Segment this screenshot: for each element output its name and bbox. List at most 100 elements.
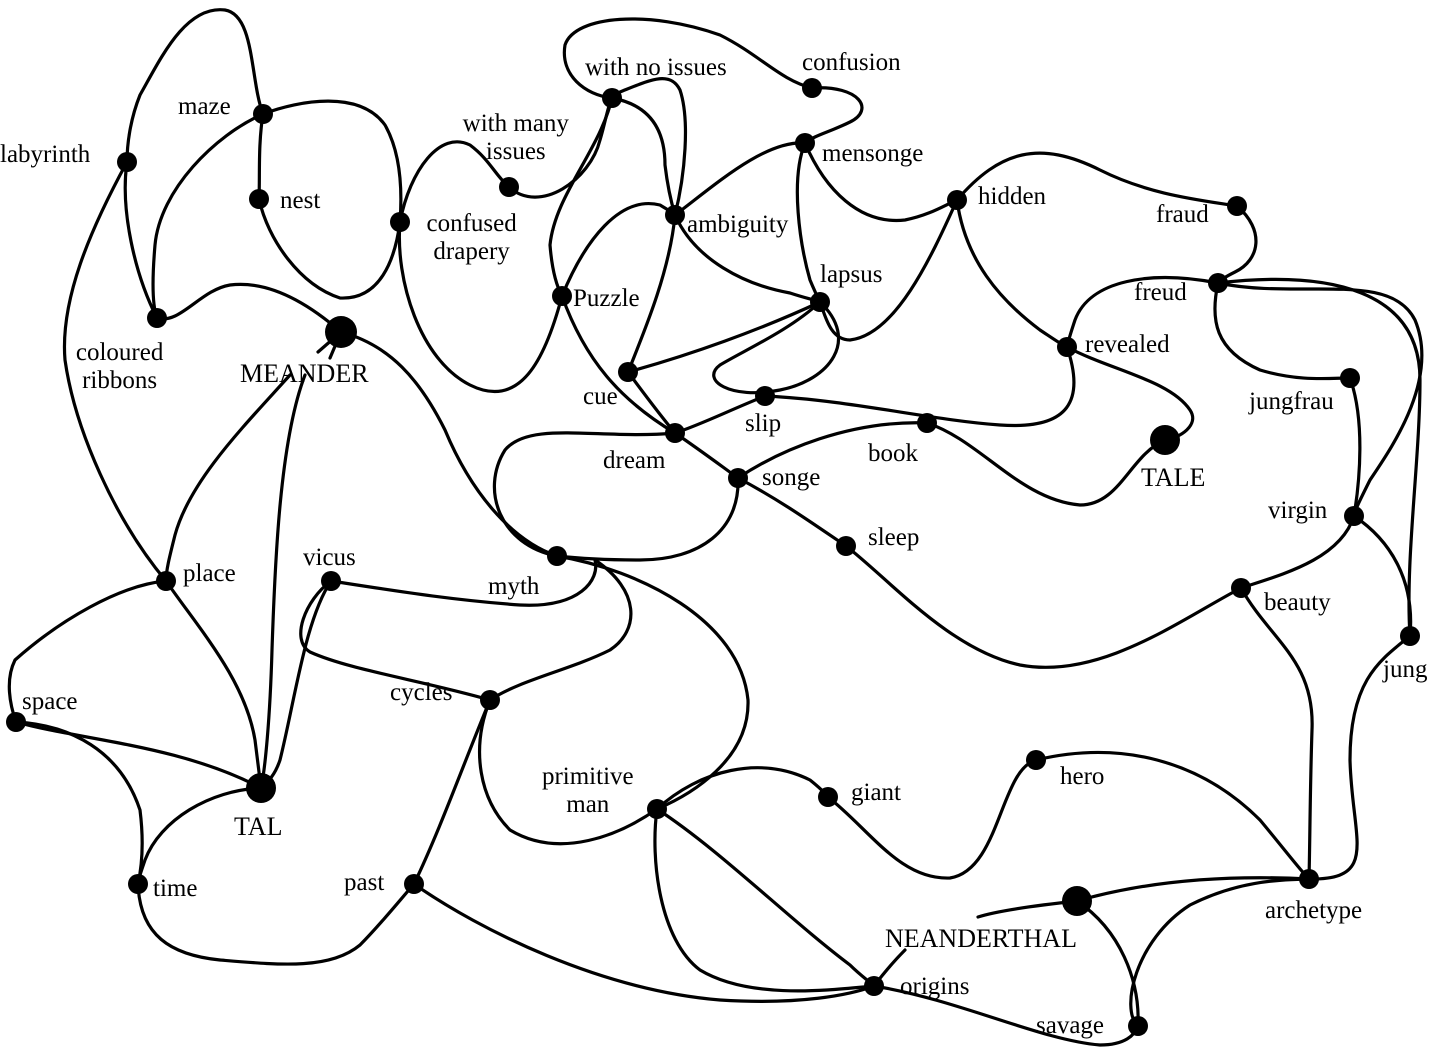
label-dream: dream [603, 447, 666, 474]
node-labyrinth [117, 152, 137, 172]
edge-giant-hero [826, 758, 1038, 880]
edge-hidden-revealed [955, 198, 1069, 349]
node-archetype [1299, 869, 1319, 889]
node-puzzle [552, 286, 572, 306]
node-slip [755, 386, 775, 406]
edge-lapsus-slip [712, 300, 841, 395]
edge-primitive-man-giant [655, 766, 830, 811]
node-with-no-issues [602, 88, 622, 108]
edge-labyrinth-coloured-ribbons [123, 160, 159, 320]
label-revealed: revealed [1085, 331, 1170, 358]
edge-confusion-mensonge [803, 86, 864, 145]
label-labyrinth: labyrinth [0, 141, 91, 168]
label-time: time [153, 875, 197, 902]
label-tal: TAL [234, 812, 282, 841]
edge-meander-tal [259, 373, 307, 790]
node-confusion [802, 78, 822, 98]
edge-book-tale [925, 421, 1167, 507]
edge-myth-cycles [488, 558, 633, 702]
label-mensonge: mensonge [822, 140, 923, 167]
node-songe [728, 468, 748, 488]
edge-virgin-jung [1352, 514, 1413, 638]
edge-cycles-past [412, 698, 492, 886]
label-book: book [868, 440, 919, 467]
edge-lapsus-cue [626, 300, 822, 374]
edge-maze-confused-drapery [261, 99, 403, 224]
edge-hidden-lapsus [818, 198, 959, 342]
label-jungfrau: jungfrau [1248, 388, 1334, 415]
edge-primitive-man-origins-2 [653, 807, 876, 993]
edge-hidden-freud [955, 151, 1239, 208]
label-lapsus: lapsus [820, 261, 883, 288]
node-myth [547, 546, 567, 566]
edge-neanderthal-tick [976, 899, 1079, 919]
edge-jung-archetype [1307, 634, 1412, 881]
node-virgin [1344, 506, 1364, 526]
label-savage: savage [1036, 1012, 1104, 1039]
edge-vicus-loop [299, 579, 492, 702]
edge-neanderthal-archetype [1075, 876, 1311, 903]
edge-past-origins [412, 882, 876, 1003]
edge-freud-jung-2 [1216, 277, 1422, 638]
edge-primitive-man-origins [655, 807, 876, 988]
edge-coloured-ribbons-meander [155, 282, 343, 334]
node-savage [1128, 1016, 1148, 1036]
edge-songe-myth [555, 476, 740, 562]
node-jung [1400, 626, 1420, 646]
label-nest: nest [280, 187, 320, 214]
edge-dream-songe [673, 431, 740, 480]
label-cue: cue [583, 383, 618, 410]
node-dream [665, 423, 685, 443]
label-origins: origins [900, 973, 969, 1000]
edge-space-tal [14, 720, 263, 790]
label-puzzle: Puzzle [573, 285, 640, 312]
label-sleep: sleep [868, 524, 919, 551]
edge-with-no-issues-loop [562, 17, 814, 100]
edge-place-space [7, 579, 168, 724]
node-hero [1026, 750, 1046, 770]
label-jung: jung [1382, 656, 1428, 683]
edge-maze-labyrinth [125, 8, 265, 164]
edge-beauty-archetype [1239, 586, 1314, 881]
node-confused-drapery [390, 212, 410, 232]
edge-vicus-myth [329, 558, 598, 607]
label-slip: slip [745, 410, 781, 437]
edge-savage-archetype [1129, 877, 1311, 1028]
node-meander [325, 316, 357, 348]
edge-songe-sleep [736, 476, 848, 548]
label-archetype: archetype [1265, 897, 1362, 924]
node-coloured-ribbons [147, 308, 167, 328]
edge-ambiguity-with-no-issues-2 [618, 77, 688, 217]
node-jungfrau [1340, 368, 1360, 388]
label-giant: giant [851, 779, 901, 806]
edge-origins-savage [872, 984, 1140, 1047]
node-hidden [947, 190, 967, 210]
node-ambiguity [665, 205, 685, 225]
node-nest [249, 189, 269, 209]
edge-cycles-primitive-man [478, 698, 659, 846]
edge-dream-myth-loop [492, 431, 677, 558]
label-ambiguity: ambiguity [687, 211, 789, 238]
node-freud [1208, 273, 1228, 293]
edge-freud-jung [1216, 281, 1424, 518]
label-maze: maze [178, 93, 231, 120]
node-tal [246, 773, 276, 803]
label-confusion: confusion [802, 49, 901, 76]
edge-with-no-issues-ambiguity [610, 96, 677, 217]
edge-maze-nest [257, 112, 265, 201]
node-giant [818, 787, 838, 807]
edge-fraud-freud [1216, 204, 1258, 285]
label-cycles: cycles [390, 679, 452, 706]
label-hero: hero [1060, 763, 1104, 790]
edge-sleep-beauty [844, 544, 1243, 669]
node-book [917, 413, 937, 433]
node-fraud [1227, 196, 1247, 216]
node-with-many-issues [499, 177, 519, 197]
node-place [156, 571, 176, 591]
edge-cue-dream [626, 370, 677, 435]
